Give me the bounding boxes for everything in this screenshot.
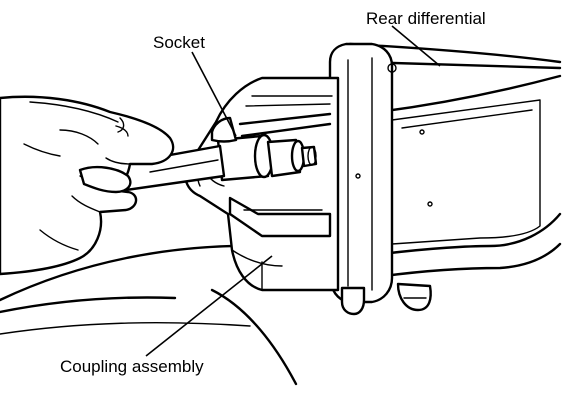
tire-outline: [0, 244, 298, 386]
label-socket: Socket: [153, 33, 205, 52]
coupling-assembly-housing: [184, 76, 340, 292]
label-rear-differential: Rear differential: [366, 9, 486, 28]
leader-socket: [191, 51, 237, 137]
rear-differential-housing: [328, 42, 562, 316]
hand-illustration: [0, 95, 175, 276]
leader-lines: [145, 25, 441, 357]
label-coupling-assembly: Coupling assembly: [60, 357, 204, 376]
leader-coupling-assembly: [145, 255, 273, 357]
leader-rear-differential: [391, 25, 441, 67]
